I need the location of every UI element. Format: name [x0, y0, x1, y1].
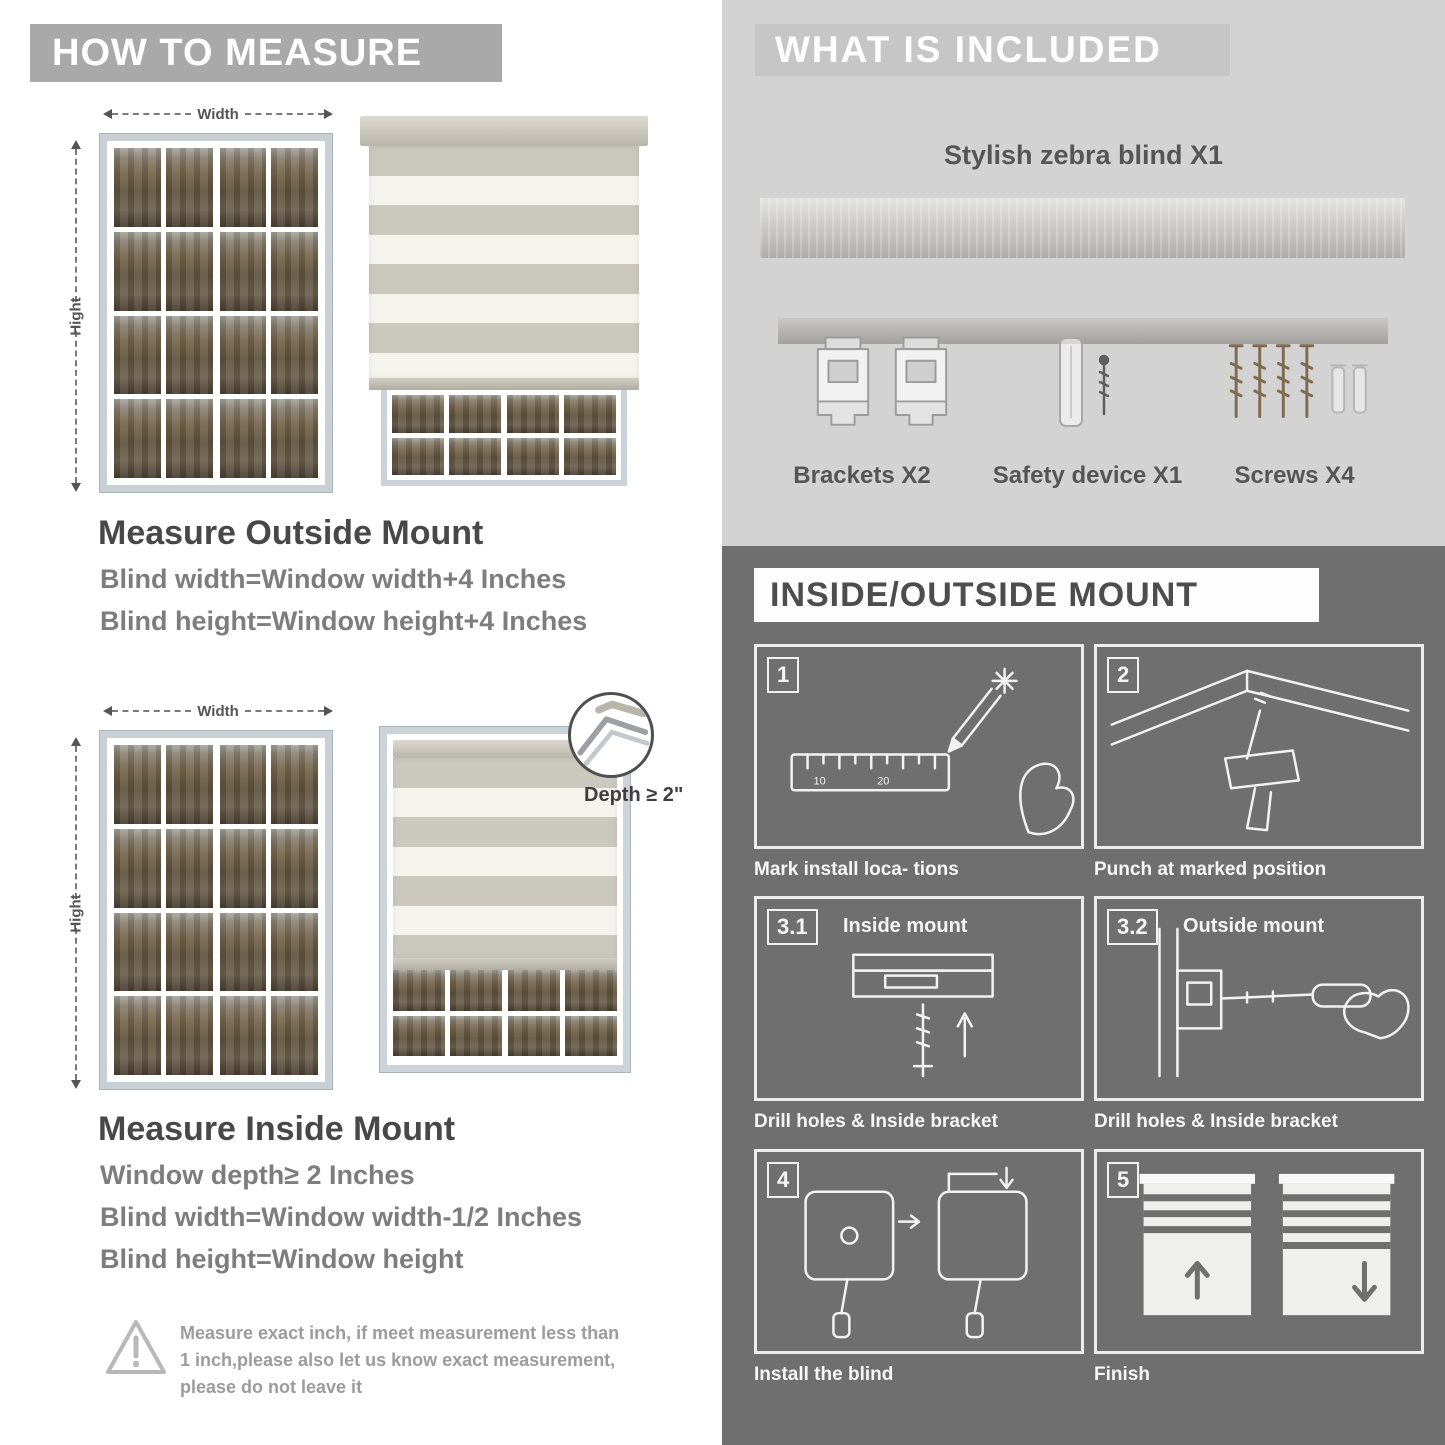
step-caption: Install the blind — [754, 1364, 894, 1385]
arrow-left-icon — [103, 109, 112, 119]
svg-text:10: 10 — [814, 775, 826, 787]
step-number: 4 — [767, 1162, 800, 1198]
blind-cassette — [360, 116, 648, 146]
screws-label: Screws X4 — [1234, 462, 1355, 489]
step-label: Outside mount — [1183, 915, 1325, 937]
finish-illustration — [1139, 1173, 1395, 1316]
height-label: Hight — [67, 296, 85, 336]
arrow-up-icon — [71, 140, 81, 149]
depth-magnifier-icon — [568, 692, 654, 778]
height-arrow-inside: Hight — [66, 737, 86, 1089]
inside-formula-width: Blind width=Window width-1/2 Inches — [100, 1202, 583, 1232]
height-label: Hight — [67, 893, 85, 933]
window-illustration-inside — [99, 730, 333, 1090]
brackets-label: Brackets X2 — [793, 462, 931, 489]
window-below-blind — [381, 390, 627, 486]
safety-device-label: Safety device X1 — [992, 462, 1183, 489]
step-number: 1 — [767, 657, 800, 693]
measure-section: HOW TO MEASURE Width Hight — [0, 0, 722, 1445]
step-panel-5: 5 — [1094, 1149, 1424, 1354]
height-arrow-outside: Hight — [66, 140, 86, 492]
window-sash — [219, 148, 318, 478]
step-label: Inside mount — [843, 915, 968, 937]
outside-formula-height: Blind height=Window height+4 Inches — [100, 606, 588, 636]
blind-bottom-rail — [369, 378, 639, 390]
arrow-right-icon — [324, 706, 334, 716]
zebra-shade — [369, 146, 639, 378]
safety-device-icon — [1022, 334, 1152, 442]
measurement-warning-text: Measure exact inch, if meet measurement … — [180, 1323, 620, 1397]
step-number: 3.2 — [1107, 909, 1158, 945]
svg-text:20: 20 — [877, 775, 889, 787]
mark-location-illustration: 10 20 — [790, 667, 1075, 836]
outside-formula-width: Blind width=Window width+4 Inches — [100, 564, 567, 594]
step-panel-3-1: 3.1 Inside mount — [754, 896, 1084, 1101]
step-number: 5 — [1107, 1162, 1140, 1198]
mount-section: INSIDE/OUTSIDE MOUNT 1 10 — [722, 546, 1445, 1445]
arrow-down-icon — [71, 483, 81, 492]
blind-bottom-rail — [393, 958, 617, 970]
outside-bracket-illustration — [1158, 927, 1410, 1078]
step-panel-4: 4 — [754, 1149, 1084, 1354]
blind-outside-illustration — [360, 116, 648, 486]
included-section: WHAT IS INCLUDED Stylish zebra blind X1 — [722, 0, 1445, 546]
step-caption: Punch at marked position — [1094, 859, 1327, 880]
step-panel-1: 1 10 20 — [754, 644, 1084, 849]
blind-inside-illustration — [379, 726, 631, 1073]
window-below-blind — [393, 970, 617, 1056]
brackets-icon — [782, 332, 982, 442]
step-caption: Mark install loca- tions — [754, 859, 959, 880]
window-sash — [114, 745, 213, 1075]
step-caption: Drill holes & Inside bracket — [754, 1111, 998, 1132]
zebra-shade — [393, 758, 617, 958]
blind-cassette — [393, 740, 617, 758]
inside-formula-depth: Window depth≥ 2 Inches — [100, 1160, 415, 1190]
mount-header: INSIDE/OUTSIDE MOUNT — [754, 568, 1319, 622]
what-is-included-header: WHAT IS INCLUDED — [755, 24, 1230, 76]
step-panel-2: 2 — [1094, 644, 1424, 849]
width-label: Width — [197, 702, 239, 720]
width-arrow-inside: Width — [103, 701, 334, 721]
window-illustration-outside — [99, 133, 333, 493]
drill-illustration — [1110, 669, 1410, 832]
outside-mount-title: Measure Outside Mount — [98, 514, 484, 552]
arrow-left-icon — [103, 706, 112, 716]
window-sash — [114, 148, 213, 478]
product-label: Stylish zebra blind X1 — [943, 140, 1224, 170]
blind-bottomrail-illustration — [778, 318, 1388, 344]
width-label: Width — [197, 105, 239, 123]
window-sash — [219, 745, 318, 1075]
step-number: 2 — [1107, 657, 1140, 693]
arrow-down-icon — [71, 1080, 81, 1089]
step-number: 3.1 — [767, 909, 818, 945]
inside-bracket-illustration — [852, 953, 994, 1078]
how-to-measure-header: HOW TO MEASURE — [30, 24, 502, 82]
width-arrow-outside: Width — [103, 104, 334, 124]
blind-headrail-illustration — [760, 198, 1405, 258]
warning-triangle-icon — [104, 1316, 168, 1380]
inside-mount-title: Measure Inside Mount — [98, 1110, 456, 1148]
step-caption: Finish — [1094, 1364, 1150, 1385]
screws-icon — [1214, 334, 1384, 442]
depth-requirement-label: Depth ≥ 2" — [584, 784, 684, 806]
arrow-right-icon — [324, 109, 334, 119]
step-caption: Drill holes & Inside bracket — [1094, 1111, 1338, 1132]
arrow-up-icon — [71, 737, 81, 746]
install-blind-illustration — [804, 1166, 1028, 1339]
inside-formula-height: Blind height=Window height — [100, 1244, 464, 1274]
step-panel-3-2: 3.2 Outside mount — [1094, 896, 1424, 1101]
